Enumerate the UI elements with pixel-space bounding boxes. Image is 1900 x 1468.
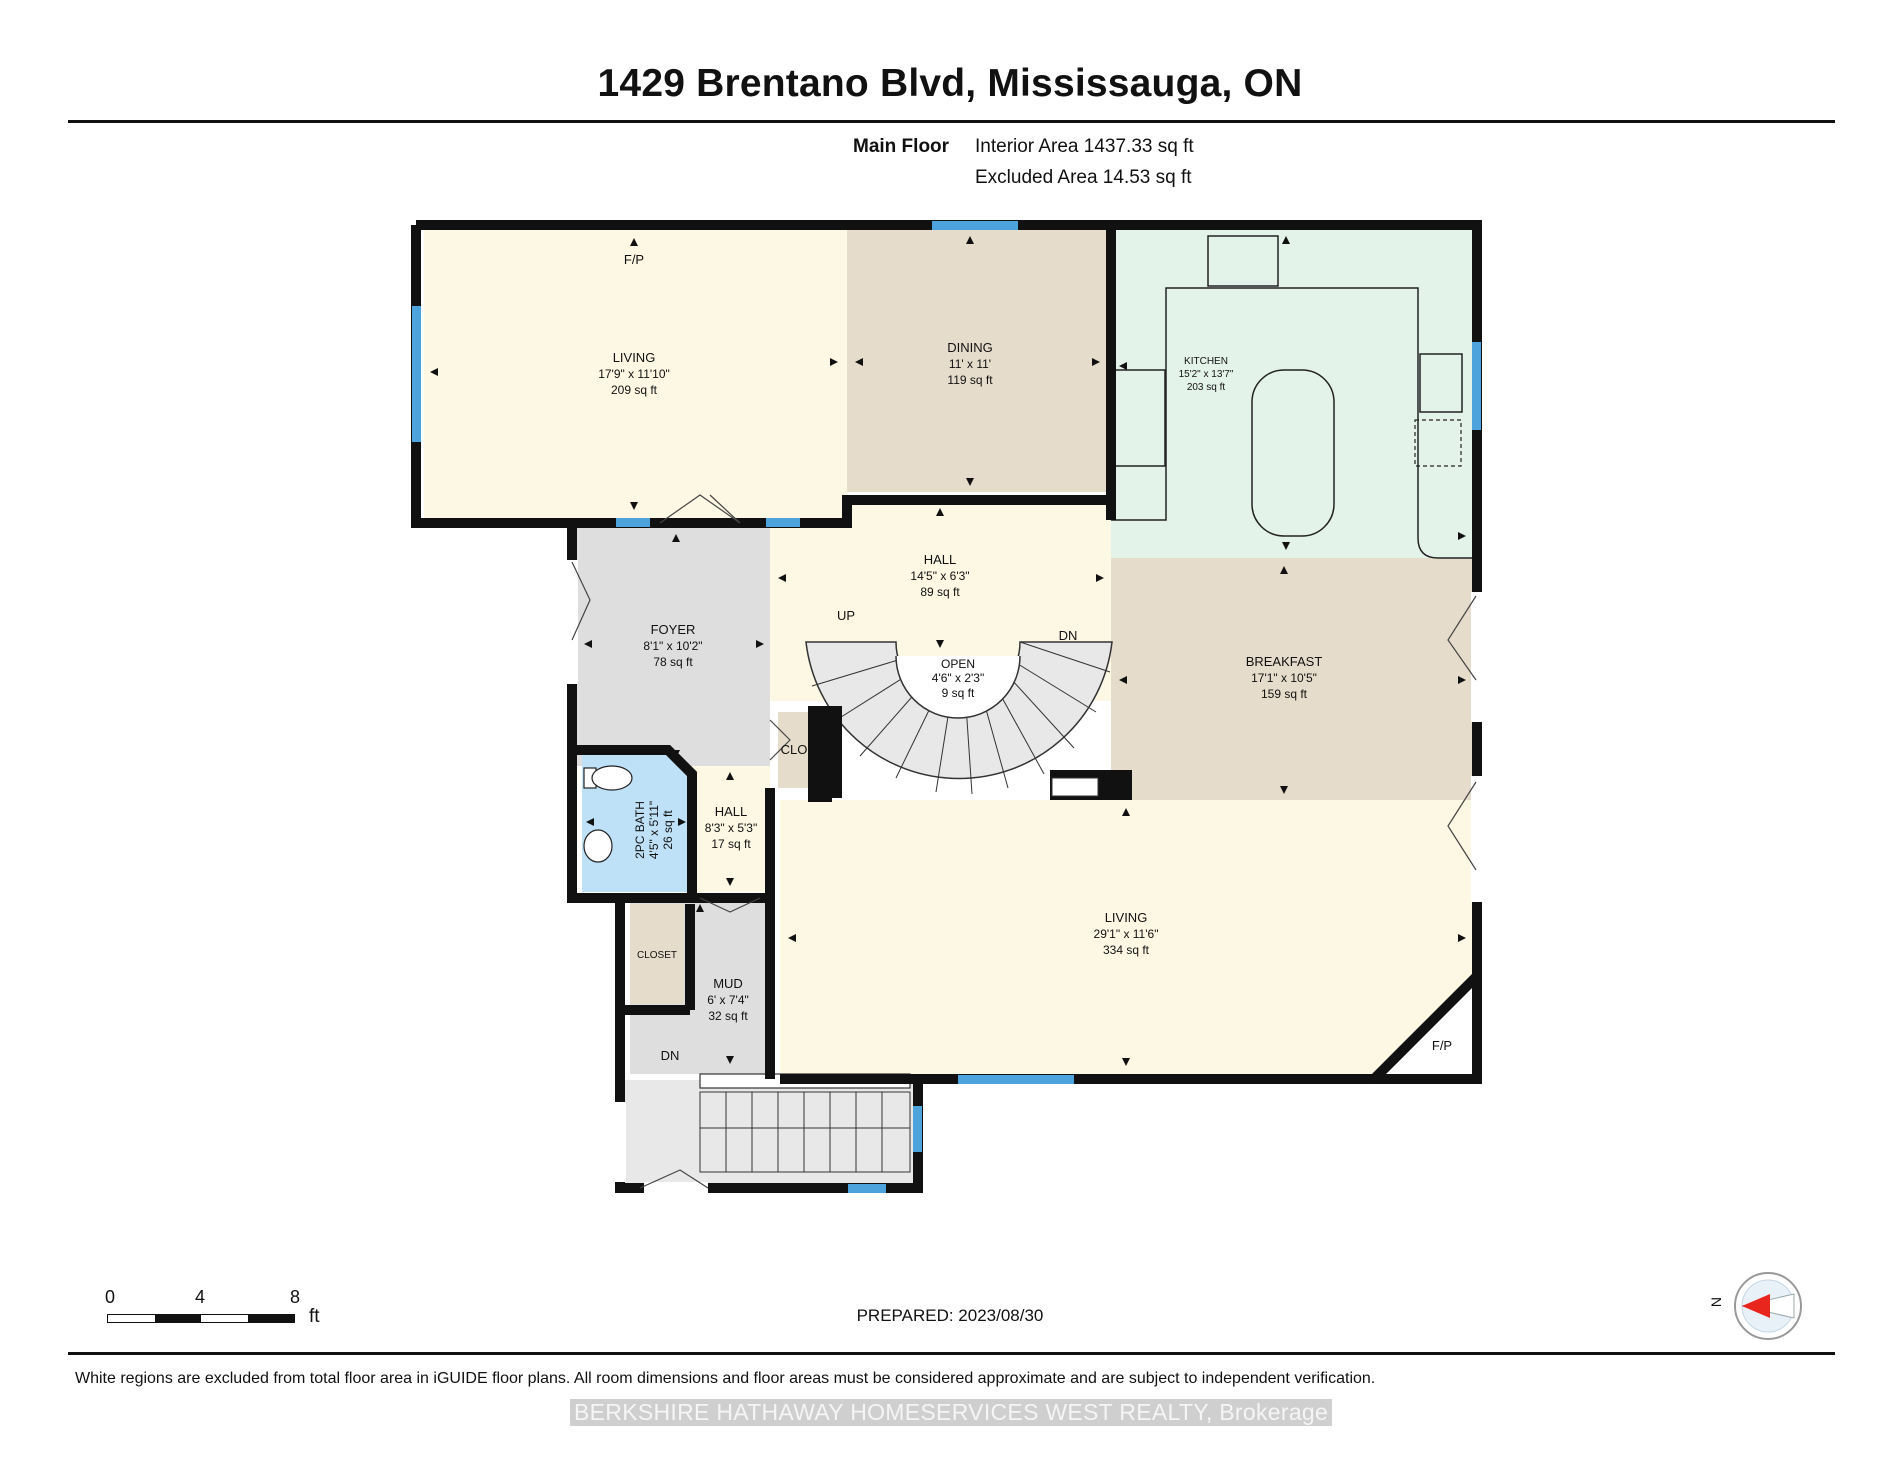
mud-dims: 6' x 7'4": [707, 993, 749, 1007]
scale-bar-segments: [107, 1314, 295, 1323]
dining-dims: 11' x 11': [949, 357, 991, 371]
brokerage-watermark: BERKSHIRE HATHAWAY HOMESERVICES WEST REA…: [570, 1399, 1333, 1426]
foyer-area: 78 sq ft: [653, 655, 693, 669]
dishwasher-icon: [1414, 419, 1462, 467]
living-main-area: 334 sq ft: [1103, 943, 1150, 957]
hall-down-label: DN: [1059, 628, 1078, 643]
niche: [1051, 777, 1099, 797]
foyer-name: FOYER: [651, 622, 696, 637]
kitchen-island: [1251, 369, 1335, 537]
living-top-area: 209 sq ft: [611, 383, 658, 397]
closet-name: CLOSET: [637, 950, 677, 961]
kitchen-dims: 15'2" x 13'7": [1179, 369, 1234, 380]
stair-treads: [806, 641, 1111, 795]
breakfast-area: 159 sq ft: [1261, 687, 1308, 701]
bath-area: 26 sq ft: [661, 810, 675, 850]
open-to-below: [895, 655, 1021, 719]
scale-label-0: 0: [105, 1287, 116, 1307]
room-clo: [778, 712, 810, 788]
toilet-icon: [583, 765, 633, 791]
kitchen-counter: [1111, 287, 1472, 559]
clo-front: [808, 798, 832, 802]
room-breakfast: [1111, 558, 1472, 801]
interior-area: Interior Area 1437.33 sq ft: [975, 136, 1194, 157]
doorway-gap: [566, 560, 578, 684]
living-main-fp: F/P: [1432, 1038, 1452, 1053]
room-living-main: [780, 800, 1472, 1074]
doorway-gap: [614, 1102, 626, 1182]
kitchen-area: 203 sq ft: [1187, 382, 1226, 393]
open-name: OPEN: [941, 657, 975, 671]
doorway-gap: [1471, 776, 1483, 902]
windows: [412, 221, 1481, 1193]
lower-stairs: [699, 1091, 911, 1173]
room-living-top: [424, 228, 847, 521]
basin-icon: [583, 829, 613, 863]
header-rule: [68, 120, 1835, 123]
foyer-dims: 8'1" x 10'2": [643, 639, 702, 653]
dimension-markers: [430, 236, 1466, 1066]
mud-name: MUD: [713, 976, 743, 991]
room-closet: [630, 904, 684, 1004]
living-top-dims: 17'9" x 11'10": [598, 367, 670, 381]
doors: [571, 494, 1477, 1189]
living-top-fp: F/P: [624, 252, 644, 267]
clo-name: CLO: [781, 742, 808, 757]
hall-small-dims: 8'3" x 5'3": [705, 821, 757, 835]
dining-area: 119 sq ft: [947, 373, 993, 387]
floor-name: Main Floor: [853, 136, 950, 157]
doorway-gap: [644, 1182, 708, 1194]
room-dining: [847, 228, 1111, 492]
hall-main-name: HALL: [924, 552, 957, 567]
room-foyer: [576, 526, 770, 766]
plan-title: 1429 Brentano Blvd, Mississauga, ON: [597, 62, 1303, 105]
scale-unit: ft: [309, 1306, 320, 1327]
scale-label-4: 4: [195, 1287, 206, 1307]
scale-label-8: 8: [290, 1287, 301, 1307]
kitchen-name: KITCHEN: [1184, 356, 1228, 367]
hall-up-label: UP: [837, 608, 855, 623]
mud-area: 32 sq ft: [708, 1009, 748, 1023]
stair-wall-block: [808, 706, 842, 798]
excluded-area: Excluded Area 14.53 sq ft: [975, 167, 1192, 188]
hall-main-area: 89 sq ft: [920, 585, 960, 599]
bath-dims: 4'5" x 5'11": [647, 801, 661, 859]
compass-icon: [1734, 1272, 1802, 1340]
open-dims: 4'6" x 2'3": [932, 671, 984, 685]
living-main-name: LIVING: [1105, 910, 1148, 925]
bath-name: 2PC BATH: [633, 801, 647, 859]
breakfast-name: BREAKFAST: [1246, 654, 1323, 669]
hall-small-name: HALL: [715, 804, 748, 819]
open-area: 9 sq ft: [942, 686, 975, 700]
doorway-gap: [1471, 592, 1483, 722]
breakfast-dims: 17'1" x 10'5": [1251, 671, 1317, 685]
mud-down-label: DN: [661, 1048, 680, 1063]
sink-icon: [1419, 353, 1463, 413]
hall-main-dims: 14'5" x 6'3": [910, 569, 969, 583]
prepared-date: PREPARED: 2023/08/30: [856, 1306, 1044, 1325]
room-hall-small: [692, 766, 770, 892]
living-top-name: LIVING: [613, 350, 656, 365]
range-hood: [1207, 235, 1279, 287]
disclaimer: White regions are excluded from total fl…: [75, 1370, 1376, 1387]
living-main-dims: 29'1" x 11'6": [1094, 927, 1159, 941]
dining-name: DINING: [947, 340, 993, 355]
footer-rule: [68, 1352, 1835, 1355]
hall-small-area: 17 sq ft: [711, 837, 751, 851]
